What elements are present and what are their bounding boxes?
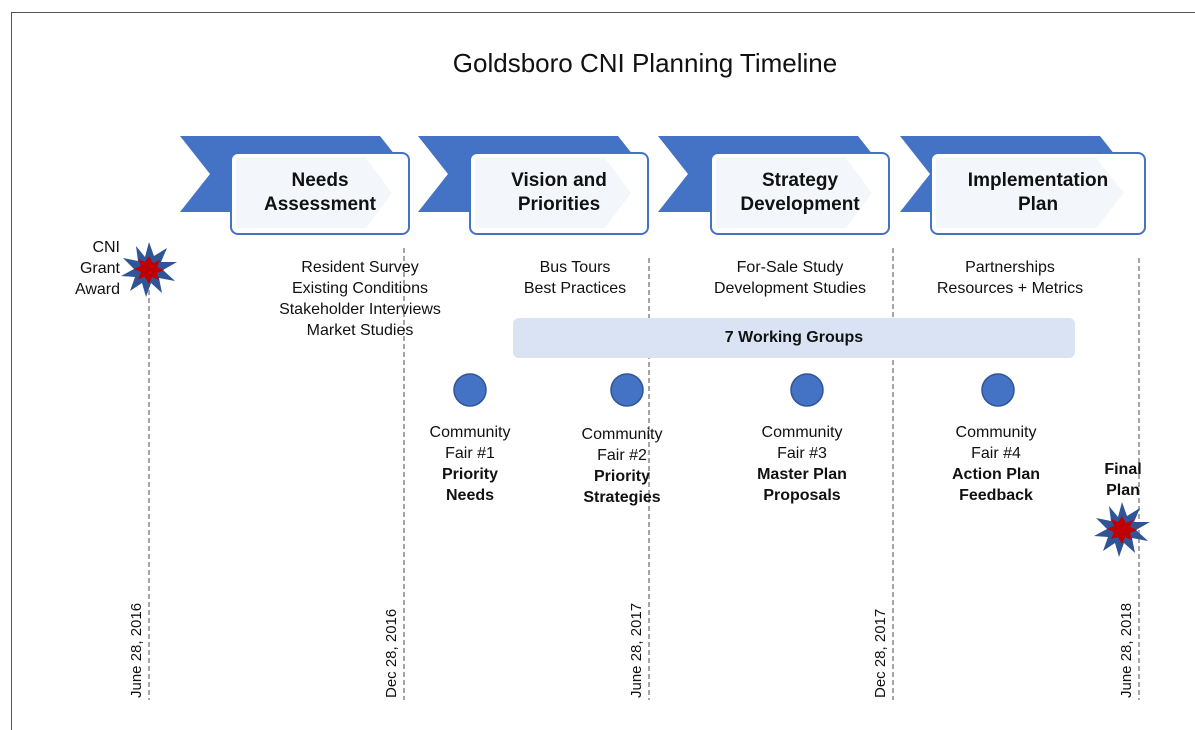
community-fair: Community Fair #1 Priority Needs bbox=[400, 422, 540, 506]
phase-title-line: Vision and bbox=[511, 170, 607, 191]
phase-task-list: Resident Survey Existing Conditions Stak… bbox=[235, 257, 485, 341]
fair-topic: Needs bbox=[445, 487, 495, 504]
phase-task-list: Partnerships Resources + Metrics bbox=[910, 257, 1110, 299]
task-item: For-Sale Study bbox=[736, 259, 844, 276]
date-label: June 28, 2016 bbox=[128, 602, 145, 698]
milestone-line: Award bbox=[74, 281, 120, 298]
phase-title-line: Strategy bbox=[761, 170, 839, 191]
fair-label: Community bbox=[429, 424, 511, 441]
fair-topic: Priority bbox=[593, 468, 650, 485]
phase-box-arrow bbox=[716, 158, 872, 228]
task-item: Resources + Metrics bbox=[936, 280, 1084, 297]
phase-title-line: Assessment bbox=[264, 194, 376, 215]
working-groups-band: 7 Working Groups bbox=[513, 318, 1075, 358]
fair-topic: Feedback bbox=[959, 487, 1033, 504]
task-item: Best Practices bbox=[523, 280, 627, 297]
fair-topic: Master Plan bbox=[757, 466, 847, 483]
phase-task-list: For-Sale Study Development Studies bbox=[690, 257, 890, 299]
phase-task-list: Bus Tours Best Practices bbox=[500, 257, 650, 299]
fair-dot bbox=[453, 373, 487, 407]
phase-title-line: Implementation bbox=[967, 170, 1109, 191]
task-item: Existing Conditions bbox=[291, 280, 429, 297]
grant-award-burst-icon bbox=[121, 242, 177, 297]
task-item: Resident Survey bbox=[301, 259, 419, 276]
diagram-title: Goldsboro CNI Planning Timeline bbox=[452, 48, 838, 78]
fair-topic: Proposals bbox=[763, 487, 841, 504]
task-item: Development Studies bbox=[713, 280, 867, 297]
date-label: June 28, 2018 bbox=[1118, 602, 1135, 698]
fair-label: Community bbox=[955, 424, 1037, 441]
date-label: Dec 28, 2017 bbox=[872, 608, 889, 698]
phase-title: Vision and Priorities bbox=[470, 169, 648, 217]
fair-dot bbox=[610, 373, 644, 407]
phase-title: Needs Assessment bbox=[231, 169, 409, 217]
fair-topic: Action Plan bbox=[951, 466, 1040, 483]
grant-award-label: CNI Grant Award bbox=[40, 237, 120, 300]
phase-box-arrow bbox=[236, 158, 392, 228]
fair-label: Fair #4 bbox=[971, 445, 1021, 462]
fair-label: Fair #2 bbox=[597, 447, 647, 464]
fair-dot bbox=[790, 373, 824, 407]
milestone-line: CNI bbox=[92, 239, 120, 256]
fair-dot bbox=[981, 373, 1015, 407]
fair-topic: Priority bbox=[441, 466, 498, 483]
date-label: Dec 28, 2016 bbox=[383, 608, 400, 698]
task-item: Bus Tours bbox=[539, 259, 611, 276]
task-item: Market Studies bbox=[306, 322, 414, 339]
diagram-frame bbox=[11, 12, 1195, 730]
milestone-line: Grant bbox=[79, 260, 120, 277]
fair-label: Community bbox=[581, 426, 663, 443]
phase-box-arrow bbox=[475, 158, 631, 228]
fair-label: Fair #1 bbox=[445, 445, 495, 462]
phase-title: Strategy Development bbox=[711, 169, 889, 217]
phase-title: Implementation Plan bbox=[931, 169, 1145, 217]
date-label: June 28, 2017 bbox=[628, 602, 645, 698]
phase-title-line: Priorities bbox=[517, 194, 601, 215]
final-plan-burst-icon bbox=[1094, 502, 1150, 557]
milestone-line: Final bbox=[1104, 461, 1142, 478]
milestone-line: Plan bbox=[1106, 482, 1140, 499]
community-fair: Community Fair #2 Priority Strategies bbox=[552, 424, 692, 508]
phase-title-line: Development bbox=[740, 194, 860, 215]
final-plan-label: Final Plan bbox=[1090, 459, 1156, 501]
fair-topic: Strategies bbox=[583, 489, 661, 506]
phase-title-line: Plan bbox=[1017, 194, 1059, 215]
phase-title-line: Needs bbox=[291, 170, 349, 191]
phase-box-arrow bbox=[936, 158, 1124, 228]
community-fair: Community Fair #3 Master Plan Proposals bbox=[732, 422, 872, 506]
fair-label: Community bbox=[761, 424, 843, 441]
task-item: Stakeholder Interviews bbox=[279, 301, 441, 318]
task-item: Partnerships bbox=[965, 259, 1055, 276]
fair-label: Fair #3 bbox=[777, 445, 827, 462]
community-fair: Community Fair #4 Action Plan Feedback bbox=[926, 422, 1066, 506]
